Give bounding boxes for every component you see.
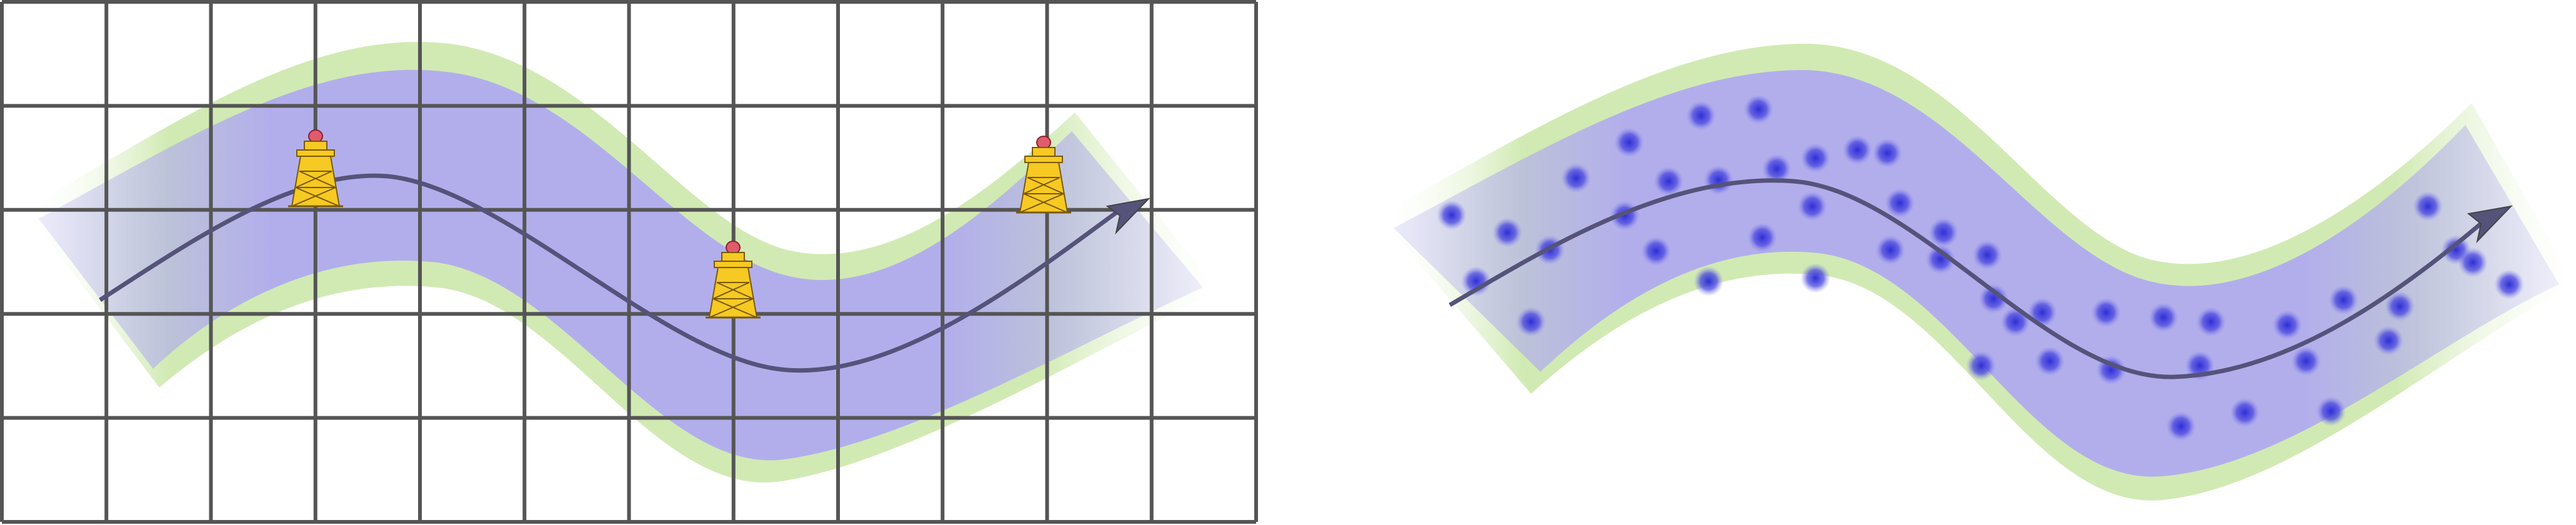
signal-dot-icon [1704, 165, 1734, 195]
signal-dot-icon [1744, 94, 1774, 124]
lighthouse-tower-icon [706, 241, 761, 319]
signal-dot-icon [1966, 351, 1996, 381]
arrowhead-icon [1106, 198, 1151, 235]
signal-dot-icon [1461, 266, 1491, 296]
signal-dot-icon [1800, 263, 1830, 293]
signal-dot-icon [1694, 266, 1724, 296]
towers [288, 129, 1071, 319]
signal-dot-icon [1614, 128, 1644, 158]
signal-dot-icon [2385, 291, 2415, 321]
signal-dot-icon [1842, 135, 1872, 165]
signal-dot-icon [2291, 346, 2321, 376]
signal-dot-icon [1929, 218, 1959, 248]
signal-dot-icon [1747, 222, 1777, 252]
signal-dot-icon [1641, 236, 1671, 266]
signal-dot-icon [1762, 154, 1792, 184]
signal-dot-icon [2329, 285, 2359, 315]
signal-dot-icon [1437, 200, 1467, 230]
path-line [1449, 178, 2492, 379]
signal-dot-icon [2149, 302, 2179, 332]
grid-panel [0, 0, 1262, 525]
signal-dot-icon [2035, 346, 2065, 376]
signal-dot-icon [2458, 248, 2488, 278]
signal-dot-icon [2196, 307, 2226, 337]
signal-dot-icon [1979, 284, 2009, 314]
grid-corridor-diagram [0, 0, 1258, 524]
signal-dot-icon [2166, 411, 2196, 441]
signal-dot-icon [2374, 326, 2404, 356]
signal-dot-icon [1797, 191, 1827, 221]
corridor-fill [1394, 70, 2559, 477]
arrowhead-icon [2467, 205, 2513, 244]
signal-dot-icon [2091, 298, 2121, 328]
signal-dot-icon [1654, 166, 1684, 196]
signal-dot-icon [1872, 138, 1902, 168]
signal-dot-icon [1686, 101, 1716, 131]
signal-dot-icon [2272, 310, 2302, 340]
signal-dot-icon [2316, 396, 2346, 426]
signal-dot-icon [1875, 235, 1905, 265]
signal-dot-icon [1800, 143, 1830, 173]
signal-dot-icon [2027, 298, 2057, 328]
lighthouse-tower-icon [288, 129, 343, 208]
signal-dot-icon [1925, 244, 1955, 274]
signal-dot-icon [1885, 188, 1915, 218]
path-line [99, 173, 1127, 373]
dotted-corridor-diagram [1378, 44, 2575, 501]
signal-dot-icon [2000, 307, 2030, 337]
lighthouse-tower-icon [1016, 136, 1071, 214]
signal-dot-icon [1972, 240, 2002, 270]
signal-dot-icon [1516, 307, 1546, 337]
signal-dot-icon [1492, 218, 1522, 248]
signal-dots [1437, 94, 2524, 441]
signal-dot-icon [2230, 398, 2260, 428]
signal-dot-icon [1561, 163, 1591, 193]
dots-panel [1344, 0, 2576, 525]
signal-dot-icon [2494, 269, 2524, 299]
signal-dot-icon [2413, 191, 2443, 221]
